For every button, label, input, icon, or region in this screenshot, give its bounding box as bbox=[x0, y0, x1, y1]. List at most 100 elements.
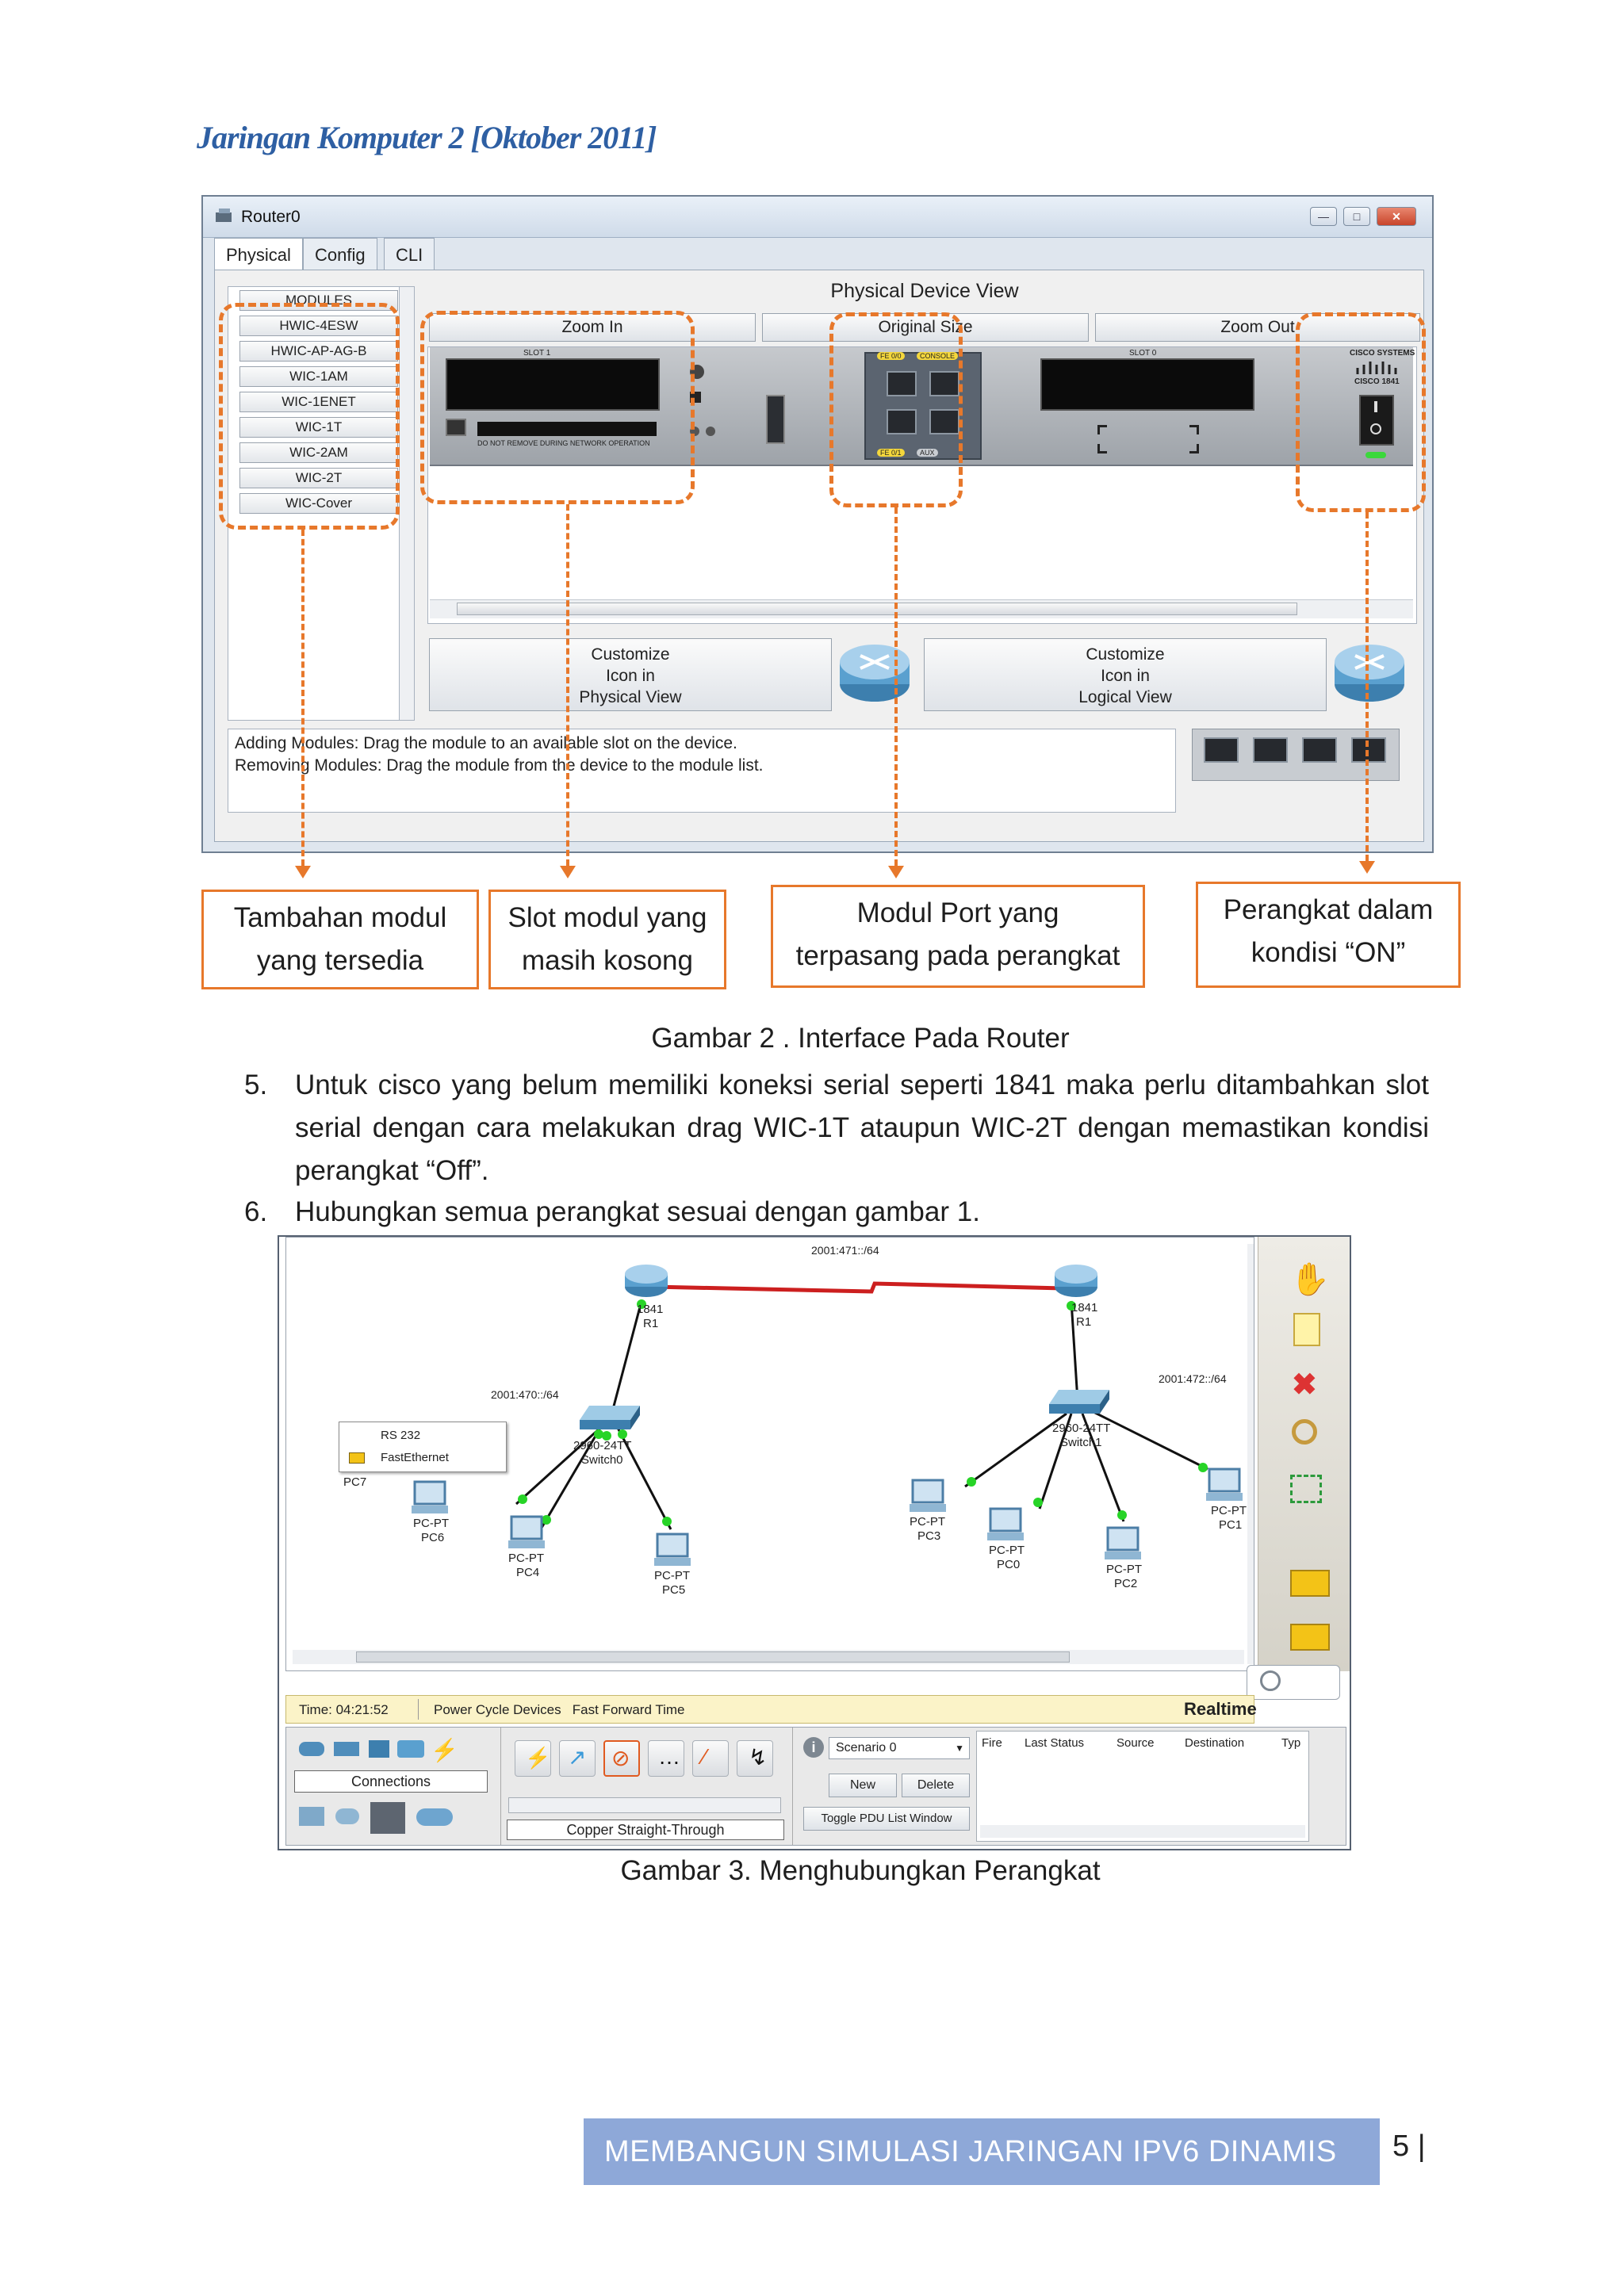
empty-slot-1[interactable] bbox=[446, 358, 660, 411]
end-devices-icon[interactable] bbox=[299, 1807, 324, 1826]
cross-over-icon[interactable]: … bbox=[648, 1740, 684, 1777]
mode-label[interactable]: Realtime bbox=[1184, 1699, 1257, 1719]
switch-icon[interactable] bbox=[1048, 1388, 1111, 1415]
new-scenario-button[interactable]: New bbox=[829, 1774, 897, 1797]
note-icon[interactable] bbox=[1293, 1313, 1320, 1346]
popup-item-fastethernet[interactable]: FastEthernet bbox=[381, 1451, 449, 1464]
module-item[interactable]: WIC-1AM bbox=[239, 366, 398, 387]
serial-cable-icon[interactable]: ↯ bbox=[737, 1740, 773, 1777]
module-item[interactable]: HWIC-AP-AG-B bbox=[239, 341, 398, 362]
zoom-out-button[interactable]: Zoom Out bbox=[1095, 313, 1420, 342]
thumb-port bbox=[1302, 737, 1337, 763]
straight-through-icon[interactable]: ⊘ bbox=[603, 1740, 640, 1777]
auto-connection-icon[interactable]: ⚡ bbox=[515, 1740, 551, 1777]
module-item[interactable]: HWIC-4ESW bbox=[239, 316, 398, 336]
bracket-icon bbox=[1097, 444, 1107, 453]
empty-slot-0[interactable] bbox=[1040, 358, 1254, 411]
cable-scrollbar[interactable] bbox=[508, 1797, 781, 1813]
fastethernet-port[interactable] bbox=[887, 371, 917, 396]
sim-actions[interactable]: Power Cycle Devices Fast Forward Time bbox=[434, 1702, 685, 1717]
scenario-select[interactable]: Scenario 0 ▼ bbox=[829, 1737, 970, 1759]
custom-device-icon[interactable] bbox=[370, 1802, 405, 1834]
wan-emulation-icon[interactable] bbox=[335, 1808, 359, 1824]
step-text: Untuk cisco yang belum memiliki koneksi … bbox=[295, 1070, 1429, 1186]
divider bbox=[500, 1728, 501, 1845]
fiber-cable-icon[interactable]: ⁄ bbox=[692, 1740, 729, 1777]
pdu-scrollbar[interactable] bbox=[980, 1825, 1305, 1838]
original-size-button[interactable]: Original Size bbox=[762, 313, 1089, 342]
workspace-hscroll[interactable] bbox=[293, 1650, 1244, 1664]
switch-icon[interactable] bbox=[578, 1404, 642, 1431]
resize-icon[interactable] bbox=[1290, 1475, 1322, 1503]
pc7-label: PC7 bbox=[343, 1475, 367, 1489]
aux-port[interactable] bbox=[929, 409, 959, 434]
status-bar: Time: 04:21:52 Power Cycle Devices Fast … bbox=[285, 1695, 1257, 1724]
switches-category-icon[interactable] bbox=[334, 1742, 359, 1756]
figure3-caption: Gambar 3. Menghubungkan Perangkat bbox=[620, 1855, 1101, 1886]
thumb-port bbox=[1351, 737, 1386, 763]
module-item[interactable]: WIC-Cover bbox=[239, 493, 398, 514]
pc-name: PC0 bbox=[997, 1558, 1021, 1571]
scroll-thumb[interactable] bbox=[356, 1651, 1070, 1663]
bracket-icon bbox=[1097, 425, 1107, 434]
pc-icon[interactable] bbox=[908, 1479, 948, 1513]
module-item[interactable]: WIC-2AM bbox=[239, 442, 398, 463]
maximize-button[interactable]: □ bbox=[1343, 207, 1370, 226]
workspace-vscroll[interactable] bbox=[1247, 1244, 1254, 1664]
pc-icon[interactable] bbox=[1205, 1468, 1244, 1502]
logical-workspace[interactable]: 2001:471::/64 2001:470::/64 2001:472::/6… bbox=[285, 1237, 1254, 1671]
device-view-scrollbar[interactable] bbox=[430, 599, 1413, 618]
module-item[interactable]: WIC-1ENET bbox=[239, 392, 398, 412]
scroll-thumb[interactable] bbox=[457, 603, 1297, 615]
tab-physical[interactable]: Physical bbox=[214, 238, 303, 271]
pc-name: PC6 bbox=[421, 1531, 445, 1544]
customize-physical-button[interactable]: Customize Icon in Physical View bbox=[429, 638, 832, 711]
routers-category-icon[interactable] bbox=[299, 1742, 324, 1756]
router-window: Router0 — □ ✕ Physical Config CLI MODULE… bbox=[201, 195, 1434, 853]
tab-config[interactable]: Config bbox=[303, 238, 377, 270]
pc-name: PC1 bbox=[1219, 1518, 1243, 1532]
bracket-icon bbox=[1189, 444, 1199, 453]
hand-icon[interactable]: ✋ bbox=[1290, 1262, 1330, 1297]
hubs-category-icon[interactable] bbox=[369, 1740, 389, 1758]
delete-icon[interactable]: ✖ bbox=[1292, 1368, 1317, 1402]
multiuser-icon[interactable] bbox=[416, 1808, 453, 1826]
fastethernet-port[interactable] bbox=[887, 409, 917, 434]
connector-line bbox=[894, 507, 898, 866]
minimize-button[interactable]: — bbox=[1310, 207, 1337, 226]
modules-scrollbar[interactable] bbox=[399, 286, 415, 721]
callout-line: Perangkat dalam bbox=[1223, 894, 1434, 925]
console-cable-icon[interactable]: ↗ bbox=[559, 1740, 596, 1777]
callout-line: Tambahan modul bbox=[233, 902, 447, 933]
connections-category-icon[interactable]: ⚡ bbox=[431, 1738, 458, 1762]
customize-logical-button[interactable]: Customize Icon in Logical View bbox=[924, 638, 1327, 711]
arrow-icon bbox=[1359, 861, 1375, 874]
module-item[interactable]: WIC-1T bbox=[239, 417, 398, 438]
close-button[interactable]: ✕ bbox=[1377, 207, 1416, 226]
connector-line bbox=[566, 504, 569, 866]
wireless-category-icon[interactable] bbox=[397, 1740, 424, 1758]
connector-line bbox=[301, 530, 304, 866]
pc-icon[interactable] bbox=[653, 1533, 692, 1567]
power-switch[interactable] bbox=[1359, 395, 1394, 446]
callout-line: terpasang pada perangkat bbox=[795, 940, 1120, 971]
info-icon[interactable]: i bbox=[803, 1737, 824, 1758]
simple-pdu-icon[interactable] bbox=[1290, 1570, 1330, 1597]
pc-icon[interactable] bbox=[986, 1507, 1025, 1542]
delete-scenario-button[interactable]: Delete bbox=[902, 1774, 970, 1797]
router-icon[interactable] bbox=[622, 1261, 670, 1299]
popup-item-rs232[interactable]: RS 232 bbox=[381, 1429, 421, 1442]
pc-icon[interactable] bbox=[410, 1480, 450, 1515]
module-item[interactable]: WIC-2T bbox=[239, 468, 398, 488]
pc-icon[interactable] bbox=[1103, 1526, 1143, 1561]
network-label: 2001:470::/64 bbox=[491, 1388, 559, 1401]
toggle-pdu-button[interactable]: Toggle PDU List Window bbox=[803, 1807, 970, 1831]
tab-cli[interactable]: CLI bbox=[384, 238, 435, 270]
router-icon[interactable] bbox=[1052, 1261, 1100, 1299]
pc-icon[interactable] bbox=[507, 1515, 546, 1550]
realtime-tab[interactable] bbox=[1247, 1665, 1340, 1700]
cf-bar bbox=[477, 422, 657, 436]
inspect-icon[interactable] bbox=[1292, 1419, 1317, 1445]
packet-tracer-window: 2001:471::/64 2001:470::/64 2001:472::/6… bbox=[278, 1235, 1351, 1850]
complex-pdu-icon[interactable] bbox=[1290, 1624, 1330, 1651]
